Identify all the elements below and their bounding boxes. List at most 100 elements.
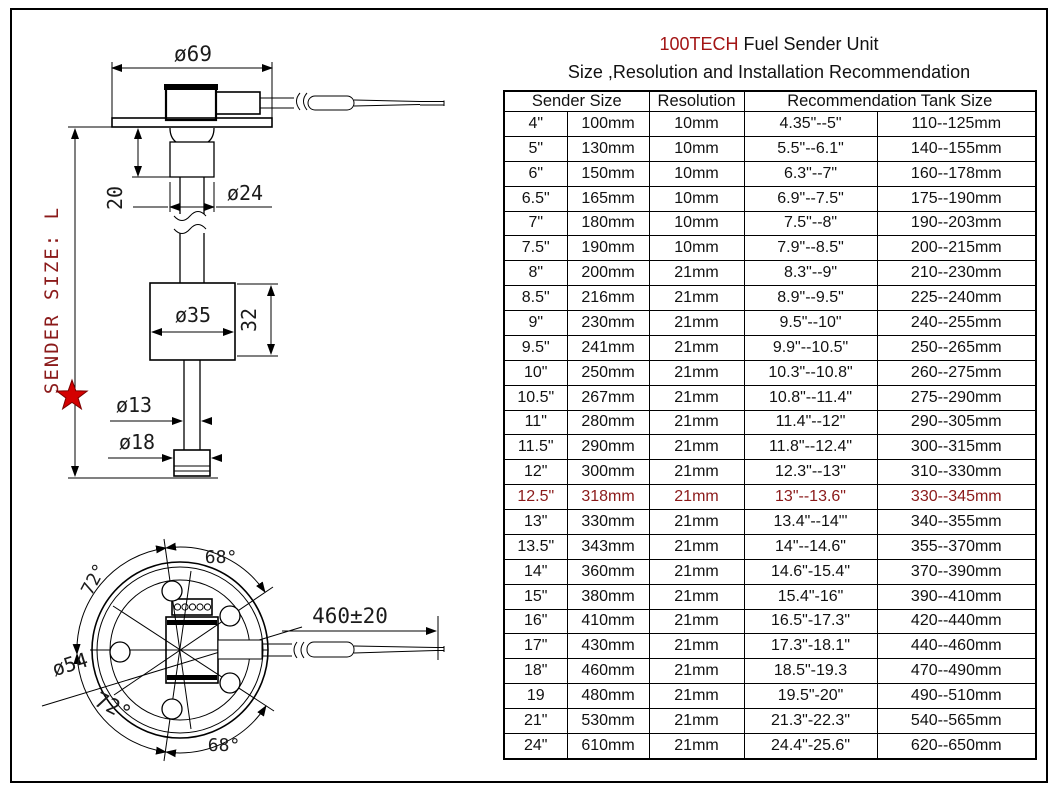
- cell-sender-size-mm: 330mm: [566, 509, 650, 535]
- cell-sender-size-inch: 6.5": [503, 185, 568, 212]
- cell-tank-size-mm: 420--440mm: [876, 608, 1037, 635]
- red-star-icon: [55, 378, 89, 411]
- cell-tank-size-inch: 9.9"--10.5": [743, 334, 878, 361]
- cell-sender-size-mm: 290mm: [566, 434, 650, 461]
- cell-sender-size-inch: 16": [503, 608, 568, 635]
- cell-tank-size-inch: 16.5"-17.3": [743, 608, 878, 635]
- cell-tank-size-inch: 18.5"-19.3: [743, 658, 878, 685]
- cell-tank-size-mm: 200--215mm: [876, 235, 1037, 262]
- bolt-circle-diameter-label: ø54: [49, 648, 91, 682]
- cell-sender-size-mm: 100mm: [566, 111, 650, 137]
- cell-sender-size-inch: 15": [503, 583, 568, 610]
- sender-size-axis-label: SENDER SIZE: L: [41, 206, 63, 394]
- cell-tank-size-inch: 13"--13.6": [743, 484, 878, 510]
- cell-sender-size-inch: 19: [503, 683, 568, 709]
- cell-tank-size-mm: 190--203mm: [876, 210, 1037, 237]
- cell-sender-size-mm: 230mm: [566, 310, 650, 336]
- cell-sender-size-mm: 165mm: [566, 185, 650, 212]
- rod-diameter-dimension: ø13: [110, 393, 212, 425]
- cell-sender-size-inch: 6": [503, 160, 568, 187]
- tube: [173, 177, 207, 283]
- cell-resolution: 21mm: [648, 359, 745, 386]
- cell-tank-size-mm: 310--330mm: [876, 459, 1037, 486]
- cell-resolution: 21mm: [648, 384, 745, 411]
- fuel-sender-technical-drawing: ø69: [41, 42, 445, 762]
- cell-tank-size-mm: 370--390mm: [876, 558, 1037, 585]
- flange-diameter-dimension: ø69: [111, 42, 273, 120]
- cell-sender-size-mm: 267mm: [566, 384, 650, 411]
- cell-sender-size-inch: 11.5": [503, 434, 568, 461]
- cell-sender-size-inch: 13": [503, 509, 568, 535]
- table-header-row: Sender Size Resolution Recommendation Ta…: [503, 90, 1037, 112]
- flange-plate: [111, 117, 273, 128]
- cell-tank-size-inch: 10.8"--11.4": [743, 384, 878, 411]
- cell-sender-size-inch: 13.5": [503, 533, 568, 560]
- cell-sender-size-inch: 12": [503, 459, 568, 486]
- cell-sender-size-inch: 11": [503, 409, 568, 436]
- cell-sender-size-mm: 360mm: [566, 558, 650, 585]
- cell-tank-size-mm: 340--355mm: [876, 509, 1037, 535]
- cell-sender-size-inch: 7": [503, 210, 568, 237]
- cell-sender-size-inch: 10.5": [503, 384, 568, 411]
- cell-tank-size-mm: 160--178mm: [876, 160, 1037, 187]
- cell-resolution: 21mm: [648, 633, 745, 660]
- cell-resolution: 10mm: [648, 235, 745, 262]
- col-header-resolution: Resolution: [648, 90, 745, 112]
- top-wire: [260, 92, 445, 111]
- bottom-view: ø54 68° 72° 72° 68° 460±20: [41, 538, 445, 762]
- cell-sender-size-inch: 9": [503, 310, 568, 336]
- cell-sender-size-inch: 5": [503, 135, 568, 162]
- cell-sender-size-mm: 250mm: [566, 359, 650, 386]
- cell-resolution: 21mm: [648, 658, 745, 685]
- cell-tank-size-inch: 14.6"-15.4": [743, 558, 878, 585]
- float-diameter-label: ø35: [175, 303, 211, 327]
- title-block: 100TECH Fuel Sender Unit Size ,Resolutio…: [500, 30, 1038, 86]
- cell-sender-size-mm: 480mm: [566, 683, 650, 709]
- cell-resolution: 10mm: [648, 160, 745, 187]
- cell-sender-size-mm: 216mm: [566, 285, 650, 311]
- cell-tank-size-inch: 17.3"-18.1": [743, 633, 878, 660]
- wire-length-dimension: 460±20: [282, 604, 439, 660]
- end-diameter-label: ø18: [119, 430, 155, 454]
- terminal-block: [165, 598, 219, 684]
- cell-tank-size-inch: 7.9"--8.5": [743, 235, 878, 262]
- cell-resolution: 10mm: [648, 135, 745, 162]
- col-header-tank-size: Recommendation Tank Size: [743, 90, 1037, 112]
- mounting-boss: [169, 127, 215, 178]
- flange-diameter-label: ø69: [174, 42, 212, 66]
- cell-sender-size-inch: 8": [503, 260, 568, 287]
- cell-sender-size-mm: 460mm: [566, 658, 650, 685]
- cell-sender-size-inch: 18": [503, 658, 568, 685]
- cell-resolution: 21mm: [648, 558, 745, 585]
- float-height-label: 32: [237, 308, 261, 332]
- cell-tank-size-inch: 12.3"--13": [743, 459, 878, 486]
- cell-sender-size-inch: 14": [503, 558, 568, 585]
- cell-tank-size-inch: 11.4"--12": [743, 409, 878, 436]
- angle-bottom-left-label: 72°: [91, 688, 136, 726]
- cell-tank-size-mm: 175--190mm: [876, 185, 1037, 212]
- tube-diameter-dimension: ø24: [133, 181, 272, 212]
- cell-resolution: 21mm: [648, 285, 745, 311]
- cell-tank-size-inch: 10.3"--10.8": [743, 359, 878, 386]
- cell-sender-size-mm: 280mm: [566, 409, 650, 436]
- cell-resolution: 10mm: [648, 210, 745, 237]
- cell-resolution: 21mm: [648, 708, 745, 734]
- angle-dimension-arcs: [72, 542, 267, 758]
- cell-tank-size-inch: 5.5"--6.1": [743, 135, 878, 162]
